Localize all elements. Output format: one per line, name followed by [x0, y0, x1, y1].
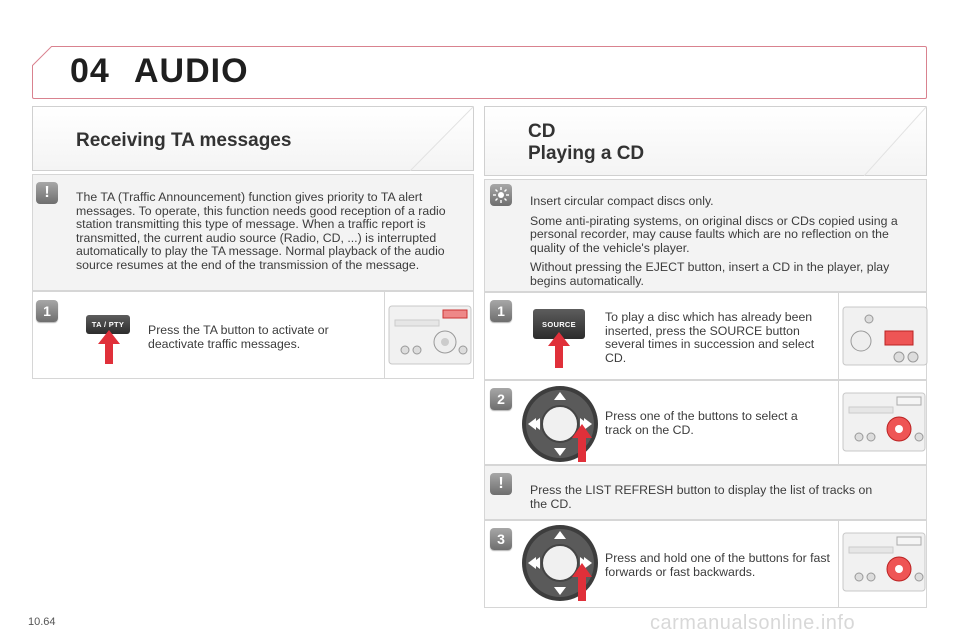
cd-section-subtitle: Playing a CD [528, 143, 645, 164]
cd-step3-text: Press and hold one of the buttons for fa… [605, 551, 830, 579]
ta-section-title: Receiving TA messages [76, 130, 292, 151]
warning-icon: ! [490, 473, 512, 495]
chapter-header-frame [32, 46, 927, 99]
radio-unit-icon [388, 305, 472, 365]
cd-step1-text: To play a disc which has already been in… [605, 310, 815, 365]
radio-unit-icon [842, 392, 926, 452]
radio-panel-image [838, 381, 927, 464]
step-3-icon: 3 [490, 528, 512, 550]
ta-pty-button[interactable]: TA / PTY [86, 315, 130, 334]
cd-tips-text: Insert circular compact discs only. Some… [530, 194, 920, 294]
step-1-icon: 1 [490, 300, 512, 322]
ta-info-text: The TA (Traffic Announcement) function g… [76, 190, 446, 272]
cd-note-panel [484, 465, 927, 520]
press-arrow-icon [548, 332, 570, 368]
lightbulb-icon [490, 184, 512, 206]
cd-tip-2: Some anti-pirating systems, on original … [530, 213, 898, 255]
radio-panel-image [384, 292, 474, 378]
header-corner-bevel [32, 46, 53, 67]
step-2-icon: 2 [490, 388, 512, 410]
cd-section-title: CD [528, 121, 556, 142]
radio-unit-icon [842, 306, 928, 366]
step-1-icon: 1 [36, 300, 58, 322]
cd-tips-panel [484, 179, 927, 292]
press-arrow-icon [98, 330, 120, 364]
cd-tip-3: Without pressing the EJECT button, inser… [530, 260, 890, 288]
cd-note-text: Press the LIST REFRESH button to display… [530, 483, 873, 511]
ta-section-header [32, 106, 474, 171]
chapter-title: AUDIO [134, 52, 249, 90]
ta-step1-text: Press the TA button to activate or deact… [148, 323, 329, 351]
section-header-fold [410, 106, 474, 171]
cd-step2-text: Press one of the buttons to select a tra… [605, 409, 798, 437]
radio-unit-icon [842, 532, 926, 592]
cd-section-header [484, 106, 927, 176]
warning-icon: ! [36, 182, 58, 204]
press-arrow-icon [572, 424, 592, 462]
ta-info-panel [32, 174, 474, 291]
page-number: 10.64 [28, 616, 56, 628]
section-header-fold [864, 106, 927, 176]
press-arrow-icon [572, 563, 592, 601]
radio-panel-image [838, 521, 927, 607]
cd-tip-1: Insert circular compact discs only. [530, 194, 714, 208]
watermark: carmanualsonline.info [650, 612, 856, 634]
radio-panel-image [838, 293, 928, 379]
chapter-number: 04 [70, 52, 110, 90]
